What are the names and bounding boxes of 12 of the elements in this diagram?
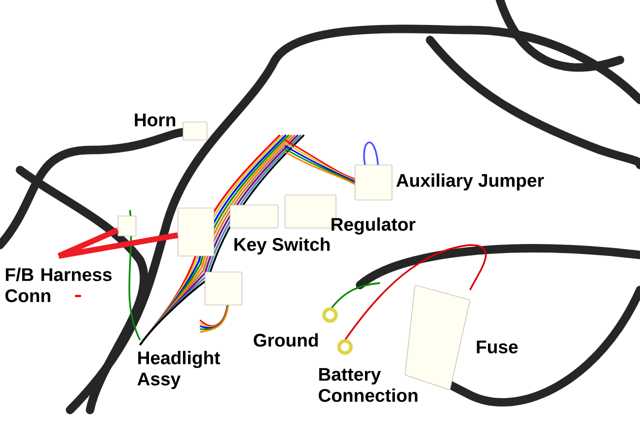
label-text: F/B Harness Conn	[5, 268, 112, 302]
label-text: Regulator	[332, 217, 416, 235]
label-text: Battery Connection	[318, 368, 418, 402]
connector-plug	[178, 208, 214, 256]
label-text: Ground	[254, 333, 318, 347]
connector-plug	[118, 216, 136, 236]
label-text: Auxiliary Jumper	[396, 173, 544, 191]
label-text: Fuse	[476, 340, 518, 354]
label-text: Key Switch	[234, 237, 330, 255]
leader-line	[58, 232, 178, 259]
label-text: Horn	[134, 114, 176, 126]
label-text: Headlight Assy	[137, 350, 220, 390]
